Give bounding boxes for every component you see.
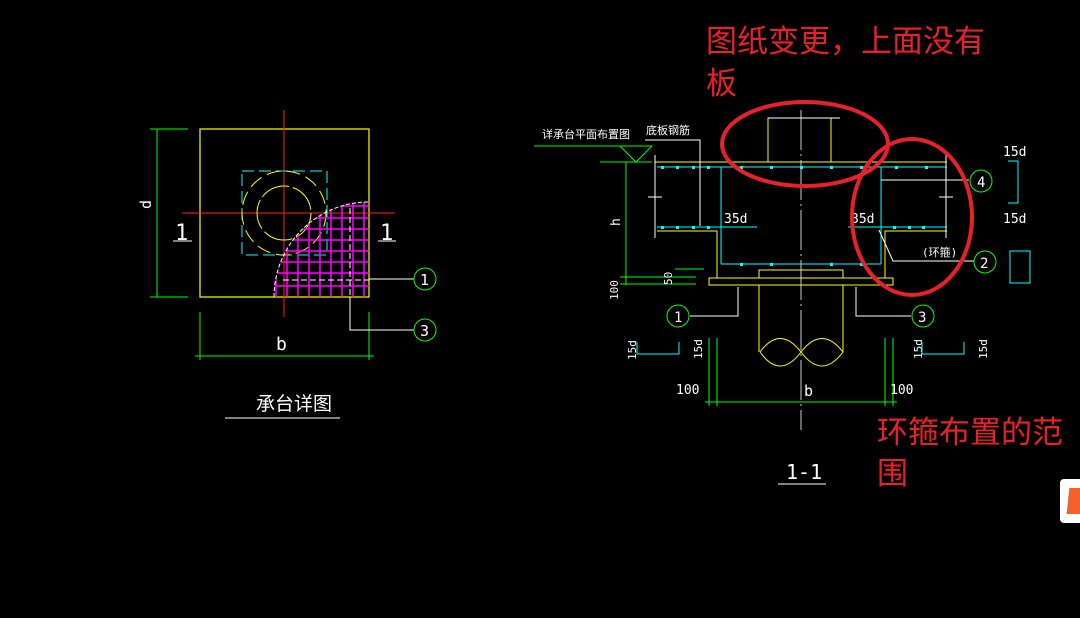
section-mark-left: 1 — [175, 221, 188, 246]
annotation-bottom-line1: 环箍布置的范 — [877, 415, 1063, 451]
dim-100-label: 100 — [608, 280, 621, 300]
dim-100-right: 100 — [890, 383, 913, 398]
annotation-bottom-line2: 围 — [877, 456, 908, 492]
annotation-top-line1: 图纸变更，上面没有 — [706, 24, 985, 60]
callout-circle — [413, 318, 437, 342]
dim-h-label: h — [609, 218, 624, 226]
hoop-shape — [1009, 250, 1031, 284]
rebar-mesh — [274, 202, 369, 297]
br-15d-b: 15d — [977, 339, 990, 359]
dim-b-label: b — [276, 334, 287, 355]
callout-3: 3 — [420, 322, 429, 340]
bl-15d-a: 15d — [626, 340, 639, 360]
ref-plan-label: 详承台平面布置图 — [542, 127, 630, 141]
br-15d-a: 15d — [912, 339, 925, 359]
section-title: 1-1 — [786, 460, 822, 484]
bl-15d-b: 15d — [692, 339, 705, 359]
mesh-boundary-arc — [273, 201, 370, 298]
dim-50-label: 50 — [662, 272, 675, 285]
bottom-rebar-label: 底板钢筋 — [646, 123, 690, 137]
dim-100-left: 100 — [676, 383, 699, 398]
column-section — [767, 117, 832, 162]
callout-1: 1 — [674, 310, 682, 326]
anchor-label-right: 35d — [851, 212, 874, 227]
callout-1: 1 — [420, 271, 429, 289]
markup-layer: 图纸变更，上面没有 板 环箍布置的范 围 — [706, 24, 1063, 492]
hook-bottom-label: 15d — [1003, 212, 1026, 227]
hoop-label: (环箍) — [922, 245, 957, 259]
app-logo-icon — [1066, 488, 1080, 514]
markup-ellipse-hoop — [850, 137, 974, 297]
plan-view: d 1 1 b 1 3 承台详图 — [137, 110, 437, 419]
dim-b-label: b — [804, 382, 813, 400]
floating-app-icon[interactable] — [1060, 479, 1080, 523]
callout-4: 4 — [977, 175, 985, 191]
callout-3: 3 — [918, 310, 926, 326]
section-mark-right: 1 — [380, 221, 393, 246]
anchor-label-left: 35d — [724, 212, 747, 227]
callout-circle — [413, 267, 437, 291]
pile-inner-circle — [256, 185, 312, 241]
elevation-marker — [619, 145, 653, 163]
callout-2: 2 — [980, 256, 988, 272]
section-view: 35d 35d (环箍) 详承台平面布置图 底板钢筋 h 50 100 4 2 … — [534, 110, 1031, 485]
annotation-top-line2: 板 — [706, 66, 737, 102]
hook-top-label: 15d — [1003, 145, 1026, 160]
plan-title: 承台详图 — [256, 393, 332, 415]
dim-d-label: d — [137, 200, 155, 209]
pile-section — [758, 285, 844, 352]
